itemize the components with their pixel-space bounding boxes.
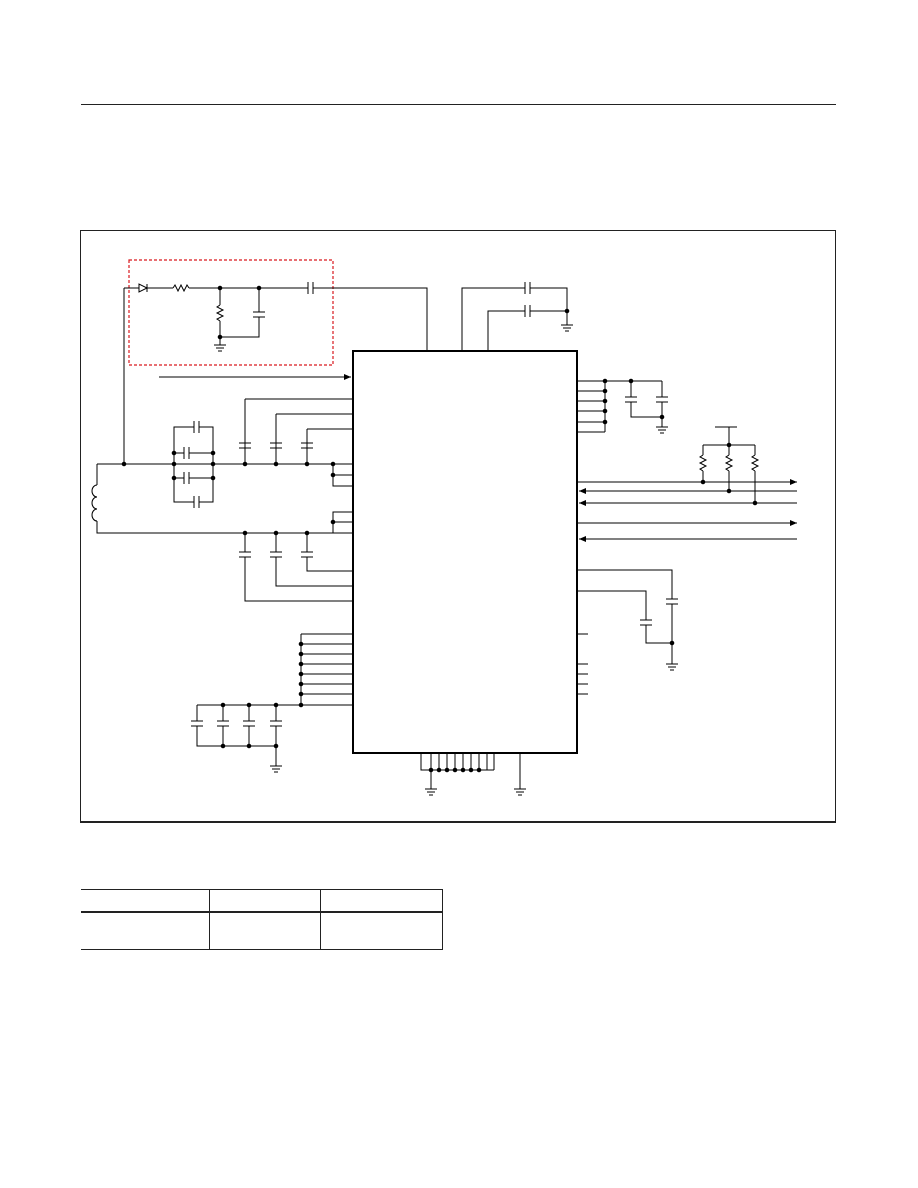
ground-icon	[656, 426, 668, 434]
right-lower-capacitors	[577, 569, 678, 695]
supply-decoupling	[577, 380, 668, 434]
pull-up-resistors	[698, 426, 760, 503]
interface-signals	[577, 479, 797, 542]
top-capacitors	[461, 282, 573, 351]
resistor-icon	[172, 283, 190, 293]
main-ic	[352, 350, 578, 754]
diode-icon	[138, 283, 149, 293]
resistor-icon	[698, 454, 708, 472]
table-header-cell	[209, 889, 321, 913]
resistor-icon	[750, 454, 760, 472]
schematic-figure	[80, 230, 836, 823]
inductor-icon	[91, 484, 98, 522]
rectifier-network	[123, 282, 428, 464]
upper-cap-ladder	[239, 398, 353, 487]
lower-cap-ladder	[239, 511, 353, 602]
table-cell	[209, 911, 321, 950]
ground-icon	[425, 788, 437, 796]
resistor-icon	[724, 454, 734, 472]
table-cell	[81, 911, 210, 950]
table-cell	[320, 911, 443, 950]
tuning-capacitors	[173, 421, 214, 508]
table-header-cell	[81, 889, 210, 913]
resistor-icon	[215, 304, 225, 322]
ground-icon	[514, 788, 526, 796]
table-header-cell	[320, 889, 443, 913]
ground-icon	[270, 765, 282, 773]
ground-icon	[561, 324, 573, 332]
tied-pins-left	[191, 633, 353, 773]
ground-icon	[214, 344, 226, 352]
dashed-network-box	[128, 259, 334, 366]
header-rule	[81, 104, 836, 105]
data-table	[81, 889, 443, 950]
table-header-row	[81, 889, 443, 913]
ground-icon	[666, 663, 678, 671]
table-row	[81, 911, 443, 950]
bottom-ground-pins	[420, 753, 526, 796]
schematic-diagram	[91, 259, 797, 796]
